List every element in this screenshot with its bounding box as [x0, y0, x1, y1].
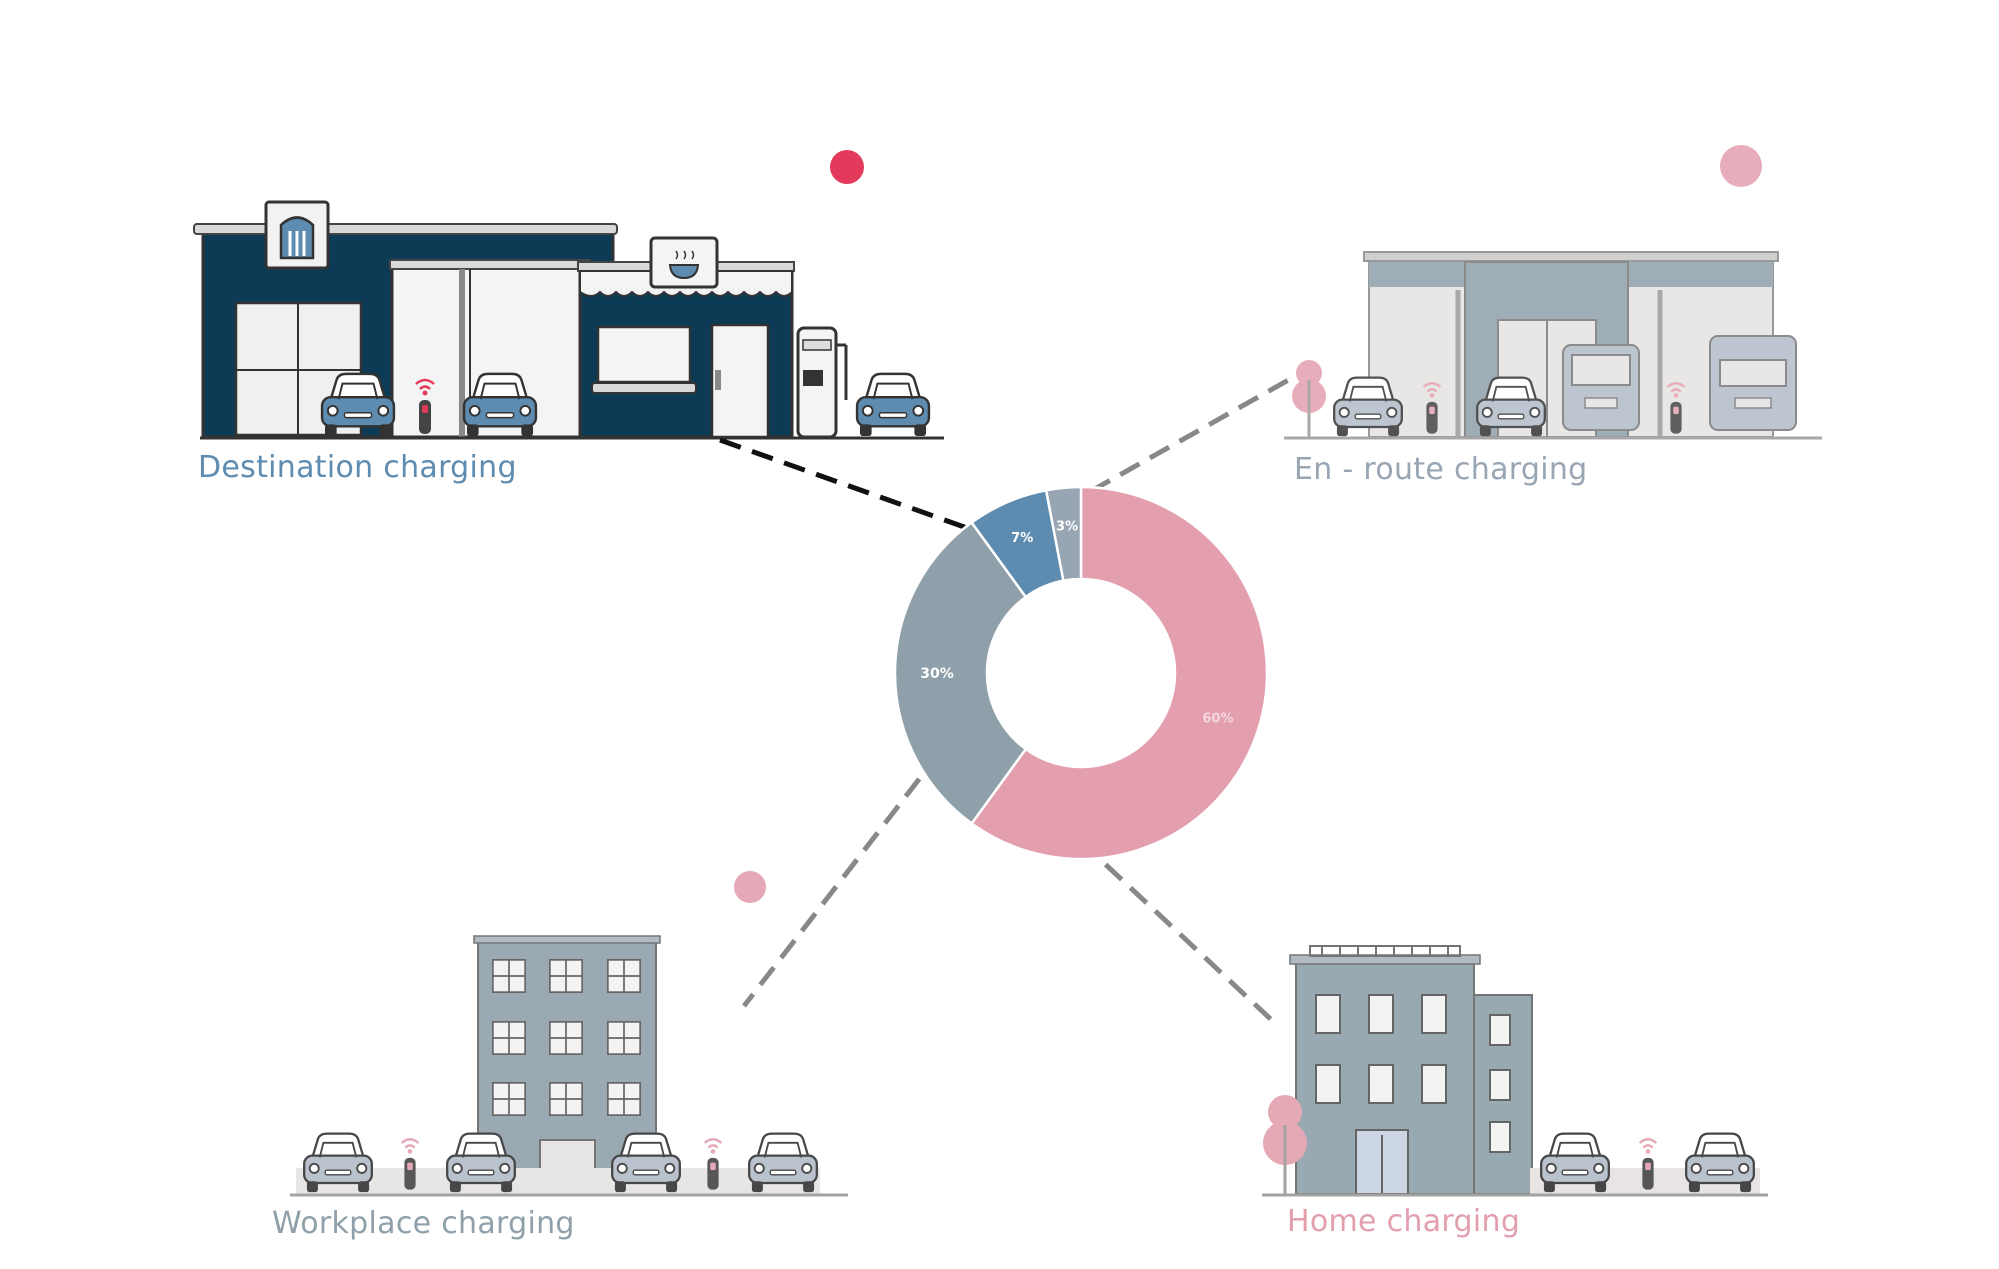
home-charging-label: Home charging — [1287, 1204, 1521, 1239]
enroute-illustration — [1284, 145, 1822, 440]
enroute-charging-label: En - route charging — [1294, 452, 1588, 487]
donut-label-home: 60% — [1202, 711, 1233, 726]
donut-slice-enroute — [1044, 485, 1083, 583]
destination-illustration — [193, 150, 944, 440]
donut-label-destination: 7% — [1011, 531, 1033, 546]
workplace-charging-label: Workplace charging — [272, 1206, 575, 1241]
connector-destination — [719, 437, 1013, 547]
workplace-illustration — [290, 871, 848, 1197]
accent-dot — [734, 871, 766, 903]
donut-slice-workplace — [893, 520, 1028, 826]
accent-dot — [1720, 145, 1762, 187]
connector-workplace — [742, 750, 942, 1008]
home-illustration — [1262, 945, 1768, 1197]
connector-enroute — [1059, 375, 1294, 511]
donut-slice-home — [969, 485, 1269, 861]
accent-dot — [830, 150, 864, 184]
destination-charging-label: Destination charging — [198, 450, 517, 485]
donut-label-enroute: 3% — [1056, 520, 1078, 535]
donut-label-workplace: 30% — [920, 666, 954, 682]
